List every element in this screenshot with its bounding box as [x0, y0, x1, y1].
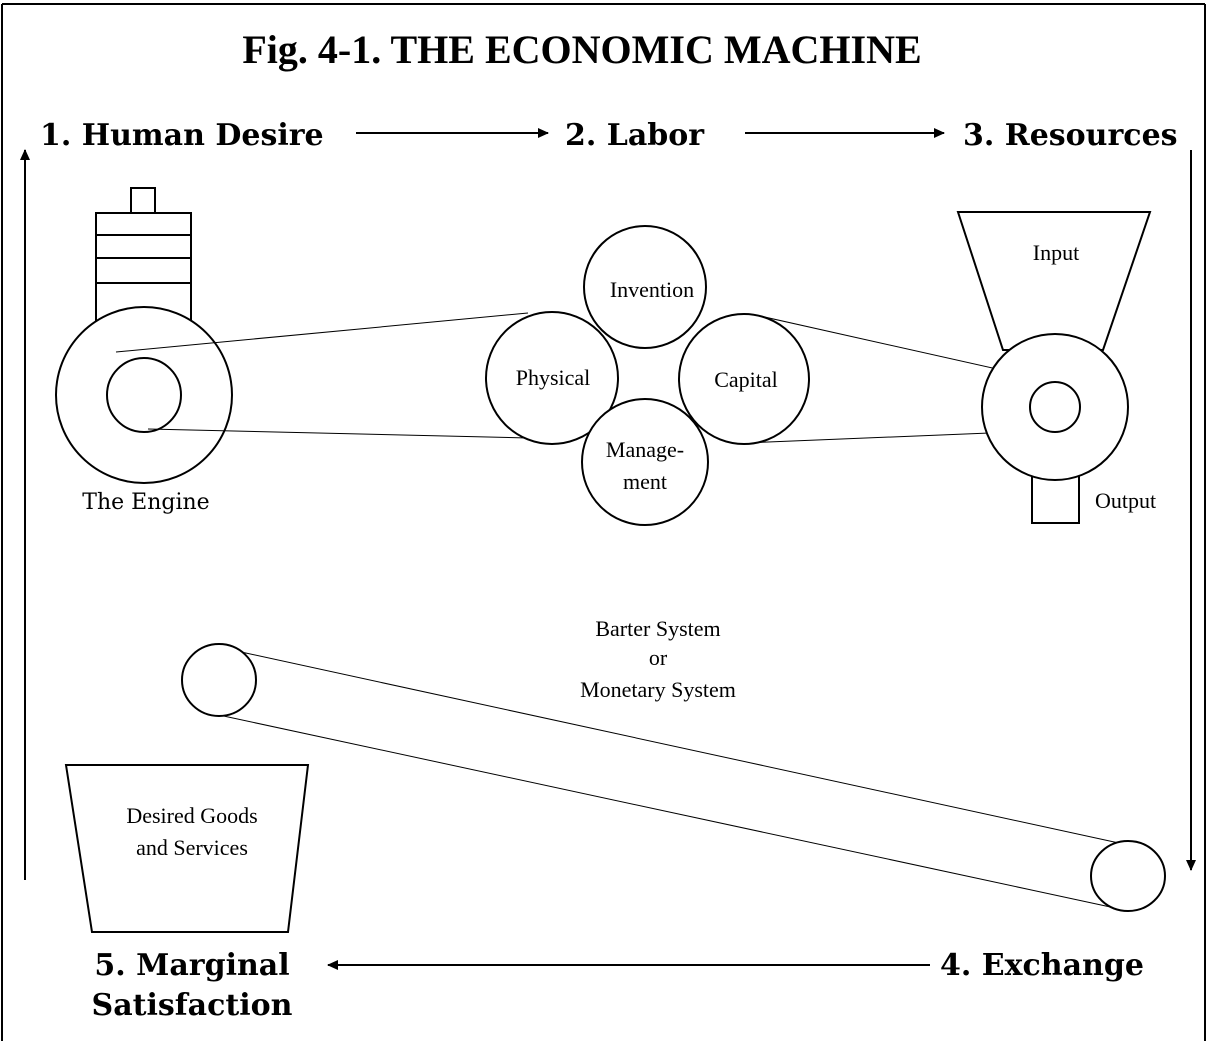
- stage-marginal-satisfaction-line2: Satisfaction: [92, 988, 293, 1023]
- engine-cap: [130, 187, 156, 214]
- stage-labor: 2. Labor: [565, 118, 705, 153]
- page-frame: [1, 3, 1206, 1041]
- wheel-capital-label: Capital: [714, 367, 778, 392]
- stage-marginal-satisfaction-line1: 5. Marginal: [94, 948, 289, 983]
- belt-engine-bottom: [147, 428, 529, 439]
- bucket-label-line1: Desired Goods: [126, 803, 257, 828]
- belt-exchange-top: [231, 649, 1129, 846]
- exchange-label-line2: or: [649, 645, 668, 670]
- labor-wheels: [485, 225, 810, 526]
- belt-exchange-bottom: [204, 711, 1116, 909]
- hopper-input-label: Input: [1033, 240, 1079, 265]
- stage-resources: 3. Resources: [963, 118, 1178, 153]
- wheel-management-label-line1: Manage-: [606, 437, 684, 462]
- wheel-management-label-line2: ment: [623, 469, 667, 494]
- wheel-management: [581, 398, 709, 526]
- engine-label: The Engine: [82, 490, 209, 515]
- bucket-label-line2: and Services: [136, 835, 248, 860]
- hopper-output-label: Output: [1095, 488, 1156, 513]
- wheel-invention: [583, 225, 707, 349]
- hopper-wheel: [981, 333, 1129, 481]
- figure-title: Fig. 4-1. THE ECONOMIC MACHINE: [242, 27, 921, 72]
- exchange-pulley-right: [1090, 840, 1166, 912]
- engine-block: [95, 212, 192, 322]
- wheel-physical: [485, 311, 619, 445]
- wheel-invention-label: Invention: [610, 277, 694, 302]
- goods-bucket: [64, 764, 310, 933]
- exchange-pulley-left: [181, 643, 257, 717]
- wheel-physical-label: Physical: [516, 365, 591, 390]
- stage-exchange: 4. Exchange: [940, 948, 1144, 983]
- exchange-label-line1: Barter System: [595, 616, 720, 641]
- resource-hopper: [956, 211, 1152, 524]
- stage-human-desire: 1. Human Desire: [40, 118, 324, 153]
- engine: [55, 187, 233, 484]
- wheel-capital: [678, 313, 810, 445]
- hopper-hub: [1029, 381, 1081, 433]
- exchange-belt: [204, 649, 1129, 909]
- hopper-funnel: [956, 211, 1152, 351]
- exchange-label-line3: Monetary System: [580, 677, 736, 702]
- belt-engine-top: [115, 312, 529, 353]
- engine-flywheel: [55, 306, 233, 484]
- engine-hub: [106, 357, 182, 433]
